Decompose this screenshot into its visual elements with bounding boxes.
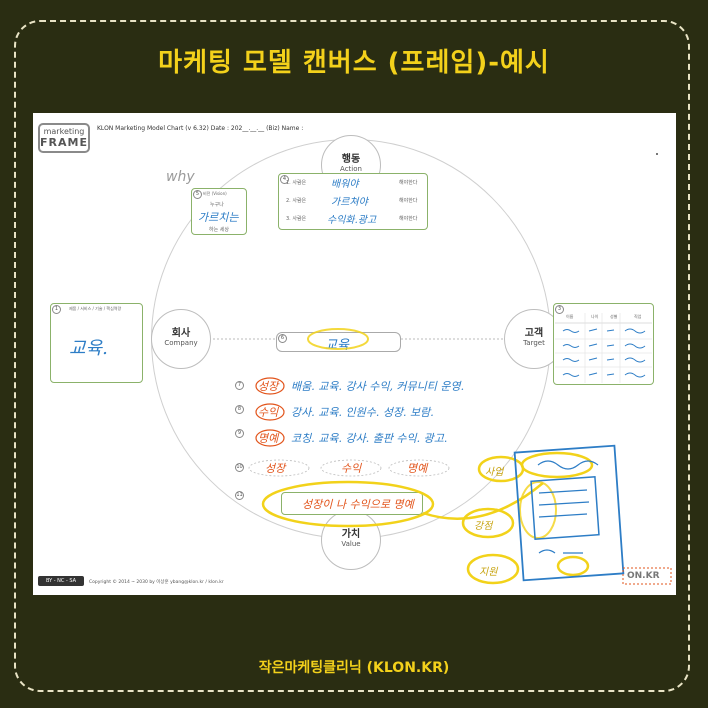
value-number-8: 8	[235, 405, 244, 414]
node-company-en: Company	[164, 339, 198, 347]
value-line3-key: 명예	[258, 432, 279, 445]
box-vision-hand: 가르치는	[198, 211, 239, 224]
box-product-head: 제품 / 서비스 / 기술 / 핵심역량	[69, 306, 122, 311]
box-mission: 4 1. 사람은 배워야 해야한다 2. 사람은 가르쳐야 해야한다 3. 사람…	[278, 173, 428, 230]
persona-col-gender: 성별	[610, 314, 618, 319]
box-vision-line1: 누구나	[210, 202, 224, 208]
highlighter-annotations	[248, 328, 672, 585]
mission-row-1-tail: 해야한다	[399, 180, 418, 186]
klon-mark: ON.KR	[627, 571, 660, 581]
node-value: 가치 Value	[321, 510, 381, 570]
box-vision: 5 비전 (Vision) 누구나 가르치는 하는 세상	[191, 188, 247, 235]
value-line1-key: 성장	[258, 380, 279, 393]
mission-row-2-tail: 해야한다	[399, 198, 418, 204]
mission-row-3-hand: 수익화.광고	[327, 215, 377, 226]
value-line2-key: 수익	[258, 406, 279, 419]
box-core-number: 6	[278, 334, 287, 343]
annotation-circle-2: 강점	[474, 521, 493, 532]
box-mission-number: 4	[280, 175, 289, 184]
value-line1-text: 배움. 교육. 강사 수익, 커뮤니티 운영.	[291, 380, 465, 393]
node-value-ko: 가치	[341, 529, 361, 540]
box-product-hand: 교육.	[69, 338, 108, 359]
canvas-sheet: marketing FRAME KLON Marketing Model Cha…	[33, 113, 676, 595]
mission-row-2-hand: 가르쳐야	[331, 197, 368, 208]
value-tag-2: 수익	[341, 462, 362, 475]
final-value-hand: 성장이 나 수익으로 명예	[302, 498, 414, 511]
dashed-border-frame	[14, 20, 690, 692]
box-core: 6 교육	[276, 332, 401, 353]
chart-meta-line: KLON Marketing Model Chart (v 6.32) Date…	[97, 125, 304, 132]
node-value-en: Value	[341, 540, 361, 548]
logo-top-text: marketing	[43, 127, 85, 136]
box-final-value: 성장이 나 수익으로 명예	[281, 492, 423, 515]
persona-col-age: 나이	[591, 314, 599, 319]
box-vision-number: 5	[193, 190, 202, 199]
box-vision-head: 비전 (Vision)	[203, 191, 227, 196]
mission-row-3-label: 3. 사람은	[286, 216, 307, 222]
value-tag-1: 성장	[265, 462, 286, 475]
node-action-en: Action	[340, 165, 362, 173]
page-footer: 작은마케팅클리닉 (KLON.KR)	[258, 660, 450, 676]
annotation-circle-3: 지원	[479, 567, 498, 578]
why-label: why	[166, 169, 195, 185]
annotation-circle-1: 사업	[485, 467, 504, 478]
value-number-9: 9	[235, 429, 244, 438]
box-product-number: 1	[52, 305, 61, 314]
mission-row-1-hand: 배워야	[331, 179, 359, 190]
value-number-10: 10	[235, 463, 244, 472]
persona-col-job: 직업	[634, 314, 642, 319]
logo-bottom-text: FRAME	[40, 136, 88, 149]
mission-row-1-label: 1. 사람은	[286, 180, 307, 186]
value-number-7: 7	[235, 381, 244, 390]
value-line3-text: 코칭. 교육. 강사. 출판 수익. 광고.	[291, 432, 448, 445]
value-line2-text: 강사. 교육. 인원수. 성장. 보람.	[291, 406, 434, 419]
marketing-frame-logo: marketing FRAME	[38, 123, 90, 153]
node-company: 회사 Company	[151, 309, 211, 369]
mission-row-3-tail: 해야한다	[399, 216, 418, 222]
node-target-ko: 고객	[524, 328, 544, 339]
value-number-11: 11	[235, 491, 244, 500]
node-target-en: Target	[523, 339, 545, 347]
persona-grid	[555, 313, 652, 383]
box-target-number: 3	[555, 305, 564, 314]
box-product: 1 제품 / 서비스 / 기술 / 핵심역량 교육.	[50, 303, 143, 383]
node-company-ko: 회사	[171, 328, 191, 339]
box-vision-line3: 하는 세상	[209, 227, 229, 233]
copyright-text: Copyright © 2014 ~ 2030 by 이상훈 ybang@klo…	[89, 580, 224, 585]
connector-lines	[181, 338, 523, 340]
page-title: 마케팅 모델 캔버스 (프레임)-예시	[158, 48, 550, 78]
persona-col-name: 이름	[566, 314, 574, 319]
node-action-ko: 행동	[341, 154, 361, 165]
cc-license-badge: BY - NC - SA	[38, 576, 84, 586]
box-target-persona: 3 이름 나이 성별 직업	[553, 303, 654, 385]
value-tag-3: 명예	[407, 462, 428, 475]
stray-dot	[656, 153, 658, 155]
mission-row-2-label: 2. 사람은	[286, 198, 307, 204]
